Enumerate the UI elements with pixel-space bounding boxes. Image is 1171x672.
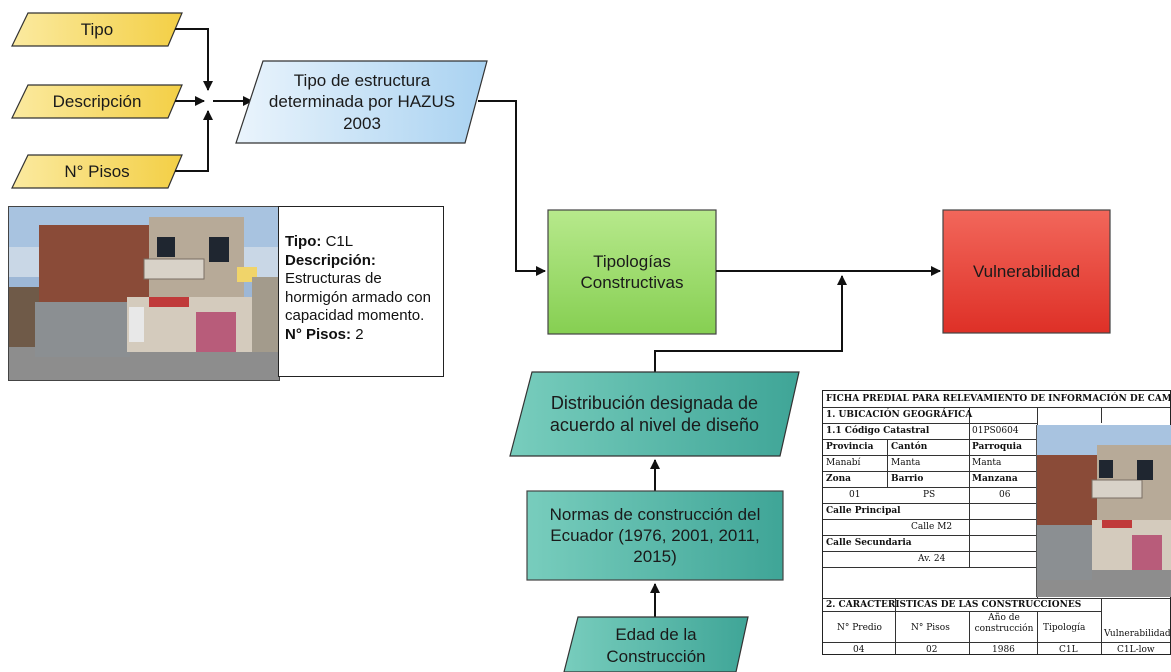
ficha-section2: 2. CARACTERISTICAS DE LAS CONSTRUCCIONES [826,600,1082,610]
ficha-zona-label: Zona [826,474,851,484]
vulnerabilidad-box-label: Vulnerabilidad [972,261,1081,281]
building-photo [8,206,280,381]
hazus-box-label: Tipo de estructura determinada por HAZUS… [268,71,456,133]
ficha-codigo-label: 1.1 Código Catastral [826,426,930,436]
ficha-manzana-value: 06 [999,490,1011,500]
connector-hazus-tipologias [478,100,546,276]
ficha-provincia-value: Manabí [826,458,861,468]
ficha-calle-principal-label: Calle Principal [826,506,901,516]
example-pisos-value: 2 [355,325,364,343]
input-pisos-label: N° Pisos [64,161,130,181]
example-descripcion-value: Estructuras de hormigón armado con capac… [285,270,431,324]
ficha-barrio-value: PS [923,490,936,500]
vulnerabilidad-box-shape [942,209,1111,334]
ficha-col-anio: Año de construcción [974,613,1034,634]
input-connectors [175,28,253,172]
input-tipo-shape [11,12,183,47]
ficha-parroquia-value: Manta [972,458,1002,468]
tipologias-box-shape [547,209,717,335]
ficha-col-tipologia: Tipología [1043,623,1086,633]
distribucion-box-shape [509,371,800,457]
ficha-canton-label: Cantón [891,442,928,452]
ficha-title: FICHA PREDIAL PARA RELEVAMIENTO DE INFOR… [826,394,1171,404]
normas-box-label: Normas de construcción del Ecuador (1976… [549,504,761,567]
ficha-parroquia-label: Parroquia [972,442,1022,452]
ficha-calle-principal-value: Calle M2 [911,522,953,532]
edad-box-shape [563,616,749,672]
ficha-canton-value: Manta [891,458,921,468]
ficha-val-anio: 1986 [992,645,1015,655]
ficha-barrio-label: Barrio [891,474,924,484]
ficha-val-tipologia: C1L [1059,645,1078,655]
example-pisos-label: N° Pisos: [285,325,352,343]
example-tipo-value: C1L [325,233,354,250]
example-tipo-label: Tipo: [285,233,322,250]
input-tipo-label: Tipo [80,19,114,39]
ficha-calle-secundaria-label: Calle Secundaria [826,538,912,548]
distribucion-box-label: Distribución designada de acuerdo al niv… [549,392,760,436]
ficha-val-predio: 04 [853,645,865,655]
ficha-col-predio: N° Predio [837,623,882,633]
ficha-codigo-value: 01PS0604 [972,426,1019,436]
ficha-zona-value: 01 [849,490,861,500]
ficha-val-vulnerabilidad: C1L-low [1117,645,1155,655]
ficha-provincia-label: Provincia [826,442,874,452]
normas-box-shape [526,490,784,581]
connector-distribucion-main [654,275,847,372]
edad-box-label: Edad de la Construcción [606,625,706,666]
example-descripcion-label: Descripción: [285,251,376,269]
ficha-val-pisos: 02 [926,645,938,655]
input-descripcion-label: Descripción [52,91,142,111]
ficha-manzana-label: Manzana [972,474,1018,484]
ficha-calle-secundaria-value: Av. 24 [918,554,946,564]
ficha-col-pisos: N° Pisos [911,623,950,633]
input-descripcion-shape [11,84,183,119]
ficha-building-photo [1036,425,1171,597]
example-info-box: Tipo: C1L Descripción: Estructuras de ho… [278,206,444,377]
tipologias-box-label: Tipologías Constructivas [580,251,684,292]
input-pisos-shape [11,154,183,189]
hazus-box-shape [235,60,488,144]
ficha-col-vulnerabilidad: Vulnerabilidad [1104,629,1171,639]
ficha-section1: 1. UBICACIÓN GEOGRÁFICA [826,410,973,420]
